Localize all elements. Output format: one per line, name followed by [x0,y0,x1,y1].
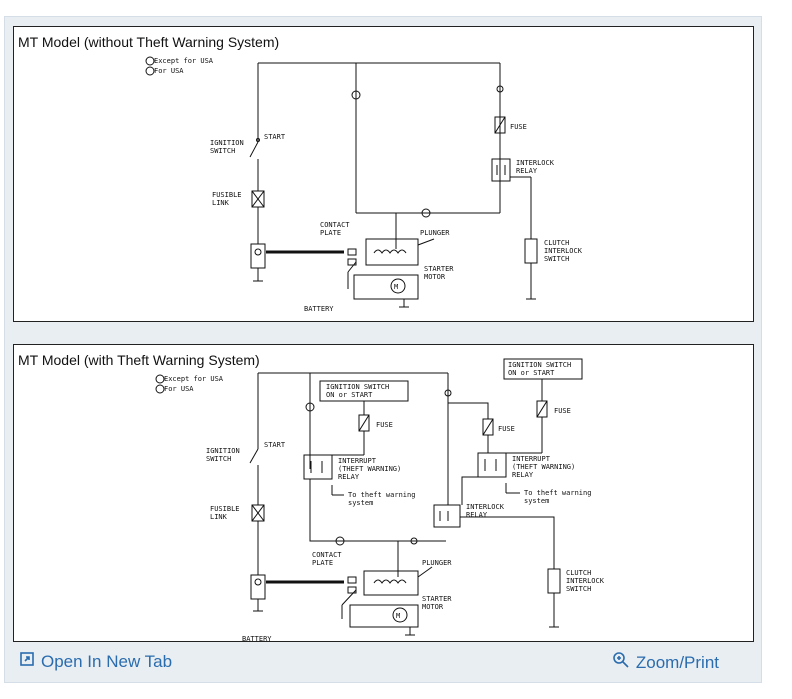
plunger-label: PLUNGER [420,229,450,237]
legend-us: For USA [154,67,184,75]
svg-text:M: M [396,612,400,620]
svg-text:M: M [394,283,398,291]
fuse-1-label: FUSE [376,421,393,429]
zoom-print-link[interactable]: Zoom/Print [612,651,719,674]
open-in-new-tab-label: Open In New Tab [41,651,173,671]
interrupt-relay-2-label: INTERRUPT(THEFT WARNING)RELAY [512,455,575,479]
panel-with-theft-warning: MT Model (with Theft Warning System) [13,344,754,643]
open-new-tab-icon [19,651,35,672]
legend-us: For USA [164,385,194,393]
panel-title: MT Model (with Theft Warning System) [18,352,260,368]
fuse-2-label: FUSE [554,407,571,415]
wiring-diagram-2: M Except for USA For USA START FUSE FUSE… [155,358,605,643]
panel-without-theft-warning: MT Model (without Theft Warning System) [13,26,754,322]
fuse-label: FUSE [510,123,527,131]
start-label: START [264,441,286,449]
battery-label: BATTERY [242,635,272,643]
diagram-frame: MT Model (without Theft Warning System) [4,16,762,683]
legend-eu: Except for USA [164,375,224,383]
start-label: START [264,133,286,141]
zoom-icon [612,651,630,674]
panel-title: MT Model (without Theft Warning System) [18,34,280,50]
plunger-label: PLUNGER [422,559,452,567]
fuse-3-label: FUSE [498,425,515,433]
interrupt-relay-1-label: INTERRUPT(THEFT WARNING)RELAY [338,457,401,481]
wiring-diagram-1: M Except for USA [145,56,583,313]
open-in-new-tab-link[interactable]: Open In New Tab [19,651,172,672]
battery-label: BATTERY [304,305,334,313]
legend-eu: Except for USA [154,57,214,65]
zoom-print-label: Zoom/Print [635,652,719,672]
